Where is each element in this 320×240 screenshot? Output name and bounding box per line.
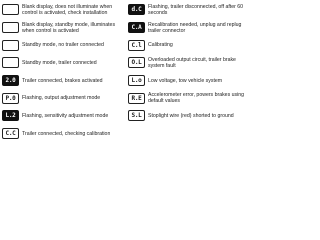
legend-description: Trailer connected, checking calibration	[22, 130, 111, 137]
display-code-icon	[2, 4, 19, 16]
legend-description: Accelerometer error, powers brakes using…	[148, 92, 245, 105]
legend-description: Trailer connected, brakes activated	[22, 77, 103, 84]
display-codes-legend: Blank display, does not illuminate when …	[2, 1, 250, 143]
display-code-icon: 2.0	[2, 75, 19, 87]
display-code-icon: d.C	[128, 4, 145, 16]
legend-description: Flashing, sensitivity adjustment mode	[22, 112, 109, 119]
legend-entry: Blank display, does not illuminate when …	[2, 1, 126, 19]
legend-description: Blank display, standby mode, illuminates…	[22, 21, 116, 34]
legend-description: Calibrating	[148, 42, 173, 49]
display-code-icon: C.l	[128, 39, 145, 51]
display-code-icon: S.L	[128, 110, 145, 122]
legend-entry: Standby mode, trailer connected	[2, 54, 126, 72]
display-code-icon: C.C	[2, 128, 19, 140]
legend-description: Low voltage, tow vehicle system	[148, 77, 223, 84]
display-code-icon: C.A	[128, 22, 145, 34]
display-code-icon: O.L	[128, 57, 145, 69]
display-code-icon	[2, 39, 19, 51]
legend-description: Flashing, output adjustment mode	[22, 95, 101, 102]
display-code-icon: P.0	[2, 92, 19, 104]
display-code-icon: L.2	[2, 110, 19, 122]
legend-entry	[126, 125, 250, 143]
legend-description: Stoplight wire (red) shorted to ground	[148, 112, 234, 119]
legend-description: Standby mode, no trailer connected	[22, 42, 104, 49]
legend-description: Blank display, does not illuminate when …	[22, 3, 113, 16]
legend-entry: Blank display, standby mode, illuminates…	[2, 19, 126, 37]
display-code-icon: R.E	[128, 92, 145, 104]
display-code-icon	[2, 57, 19, 69]
legend-description: Standby mode, trailer connected	[22, 59, 97, 66]
legend-description: Recalibration needed, unplug and replug …	[148, 21, 242, 34]
display-code-icon: L.o	[128, 75, 145, 87]
legend-entry: Standby mode, no trailer connected	[2, 36, 126, 54]
legend-description: Flashing, trailer disconnected, off afte…	[148, 3, 244, 16]
display-code-icon	[2, 22, 19, 34]
legend-description: Overloaded output circuit, trailer brake…	[148, 56, 236, 69]
